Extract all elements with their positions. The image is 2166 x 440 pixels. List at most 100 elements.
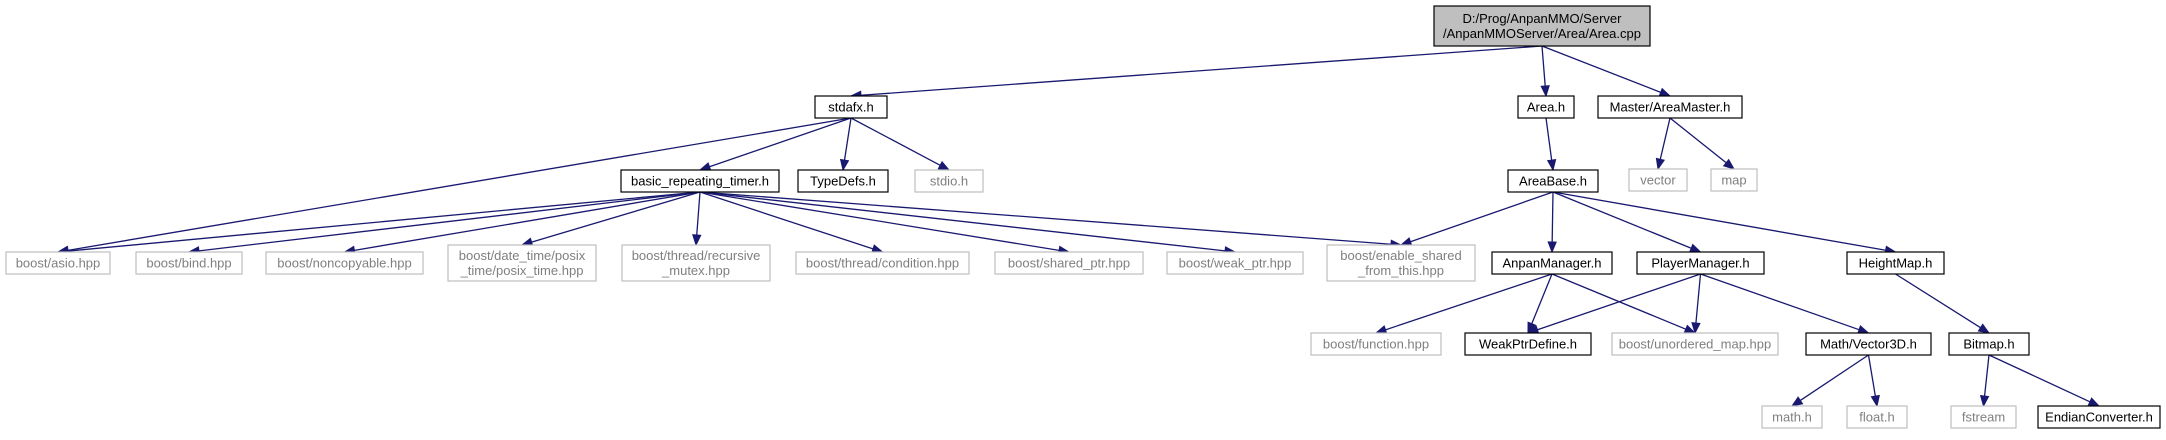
arrowhead: [839, 158, 850, 172]
arrowhead: [1979, 395, 1990, 408]
node-basic-timer[interactable]: basic_repeating_timer.h: [620, 169, 780, 193]
node-typedefs[interactable]: TypeDefs.h: [797, 169, 889, 193]
node-box: [797, 169, 889, 193]
edge-line: [1695, 273, 1702, 324]
node-label: boost/thread/recursive: [632, 248, 761, 263]
node-box: [1805, 332, 1932, 356]
node-map: map: [1710, 168, 1758, 192]
node-box: [1948, 332, 2030, 356]
node-box: [135, 251, 243, 275]
arrowhead: [1688, 243, 1702, 253]
edge-line: [1541, 45, 1546, 87]
edge-player_manager-to-vector3d: [1700, 273, 1870, 334]
node-player-manager[interactable]: PlayerManager.h: [1636, 251, 1765, 275]
edge-line: [1537, 273, 1701, 331]
node-box: [1628, 168, 1688, 192]
node-vector: vector: [1628, 168, 1688, 192]
edge-line: [1983, 354, 1990, 397]
node-shared-ptr: boost/shared_ptr.hpp: [994, 251, 1144, 275]
node-label: /AnpanMMOServer/Area/Area.cpp: [1443, 26, 1641, 41]
node-stdafx[interactable]: stdafx.h: [814, 95, 888, 119]
node-enable-shared: boost/enable_shared_from_this.hpp: [1326, 244, 1476, 282]
arrowhead: [1547, 241, 1557, 254]
edge-basic_timer-to-enable_shared: [699, 191, 1403, 249]
edge-line: [1988, 354, 2091, 403]
node-vector3d[interactable]: Math/Vector3D.h: [1805, 332, 1932, 356]
node-recursive-mutex: boost/thread/recursive_mutex.hpp: [621, 244, 771, 282]
edge-line: [699, 191, 1392, 245]
node-fstream: fstream: [1950, 405, 2017, 429]
node-stdio: stdio.h: [914, 169, 984, 193]
node-condition: boost/thread/condition.hpp: [795, 251, 970, 275]
node-box: [1710, 168, 1758, 192]
edge-line: [1552, 191, 1692, 249]
edge-line: [1551, 191, 1554, 243]
node-label: boost/function.hpp: [1323, 337, 1429, 352]
edge-basic_timer-to-recursive_mutex: [692, 191, 702, 247]
node-box: [1636, 251, 1765, 275]
node-label: boost/thread/condition.hpp: [806, 256, 959, 271]
edge-line: [1799, 354, 1869, 401]
arrowhead: [1691, 322, 1701, 335]
arrowhead: [1658, 87, 1672, 97]
edge-line: [67, 191, 701, 252]
edge-player_manager-to-unordered_map: [1691, 273, 1702, 335]
node-height-map[interactable]: HeightMap.h: [1846, 251, 1945, 275]
arrowhead: [1722, 158, 1736, 170]
edge-area_master-to-map: [1669, 117, 1736, 170]
arrowhead: [698, 162, 712, 172]
node-box: [5, 251, 111, 275]
node-weak-ptr-define[interactable]: WeakPtrDefine.h: [1464, 332, 1592, 356]
arrowhead: [1540, 85, 1550, 98]
edge-line: [696, 191, 701, 236]
node-label: Math/Vector3D.h: [1820, 337, 1917, 352]
edge-line: [1867, 354, 1876, 397]
node-box: [1507, 169, 1599, 193]
node-anpan-manager[interactable]: AnpanManager.h: [1491, 251, 1613, 275]
edge-line: [1531, 273, 1553, 324]
node-label: D:/Prog/AnpanMMO/Server: [1463, 11, 1623, 26]
node-box: [994, 251, 1144, 275]
edge-line: [1700, 273, 1860, 331]
node-area-base[interactable]: AreaBase.h: [1507, 169, 1599, 193]
node-label: _time/posix_time.hpp: [460, 263, 584, 278]
node-label: Area.h: [1527, 100, 1565, 115]
node-box: [1433, 5, 1651, 47]
node-box: [914, 169, 984, 193]
node-unordered-map: boost/unordered_map.hpp: [1611, 332, 1779, 356]
edge-area_base-to-enable_shared: [1399, 191, 1554, 247]
node-bitmap[interactable]: Bitmap.h: [1948, 332, 2030, 356]
edge-line: [354, 191, 701, 251]
edge-height_map-to-bitmap: [1895, 273, 1991, 334]
edge-area_master-to-vector: [1655, 117, 1671, 171]
node-endian[interactable]: EndianConverter.h: [2037, 405, 2161, 429]
node-label: boost/date_time/posix: [459, 248, 586, 263]
node-area-h[interactable]: Area.h: [1517, 95, 1575, 119]
edge-stdafx-to-stdio: [850, 117, 951, 171]
edge-area_base-to-anpan_manager: [1547, 191, 1557, 254]
edge-anpan_manager-to-weak_ptr_define: [1527, 273, 1553, 335]
edge-line: [1659, 117, 1671, 160]
node-label: basic_repeating_timer.h: [631, 174, 769, 189]
node-label: stdafx.h: [828, 100, 874, 115]
nodes-layer: D:/Prog/AnpanMMO/Server/AnpanMMOServer/A…: [5, 5, 2161, 429]
edge-root-to-stdafx: [849, 45, 1543, 100]
arrowhead: [692, 234, 702, 247]
edge-vector3d-to-math_h: [1790, 354, 1869, 407]
node-root[interactable]: D:/Prog/AnpanMMO/Server/AnpanMMOServer/A…: [1433, 5, 1651, 47]
node-label: WeakPtrDefine.h: [1479, 337, 1577, 352]
node-box: [1166, 251, 1304, 275]
edge-line: [699, 191, 874, 250]
node-box: [1846, 251, 1945, 275]
node-function: boost/function.hpp: [1310, 332, 1442, 356]
node-math-h: math.h: [1761, 405, 1823, 429]
arrowhead: [1790, 396, 1804, 407]
node-label: _mutex.hpp: [661, 263, 730, 278]
node-area-master[interactable]: Master/AreaMaster.h: [1597, 95, 1743, 119]
node-box: [1846, 405, 1908, 429]
node-label: boost/noncopyable.hpp: [277, 256, 411, 271]
edge-line: [1410, 191, 1554, 243]
node-label: boost/unordered_map.hpp: [1619, 337, 1772, 352]
edge-root-to-area_master: [1541, 45, 1672, 97]
node-box: [1517, 95, 1575, 119]
